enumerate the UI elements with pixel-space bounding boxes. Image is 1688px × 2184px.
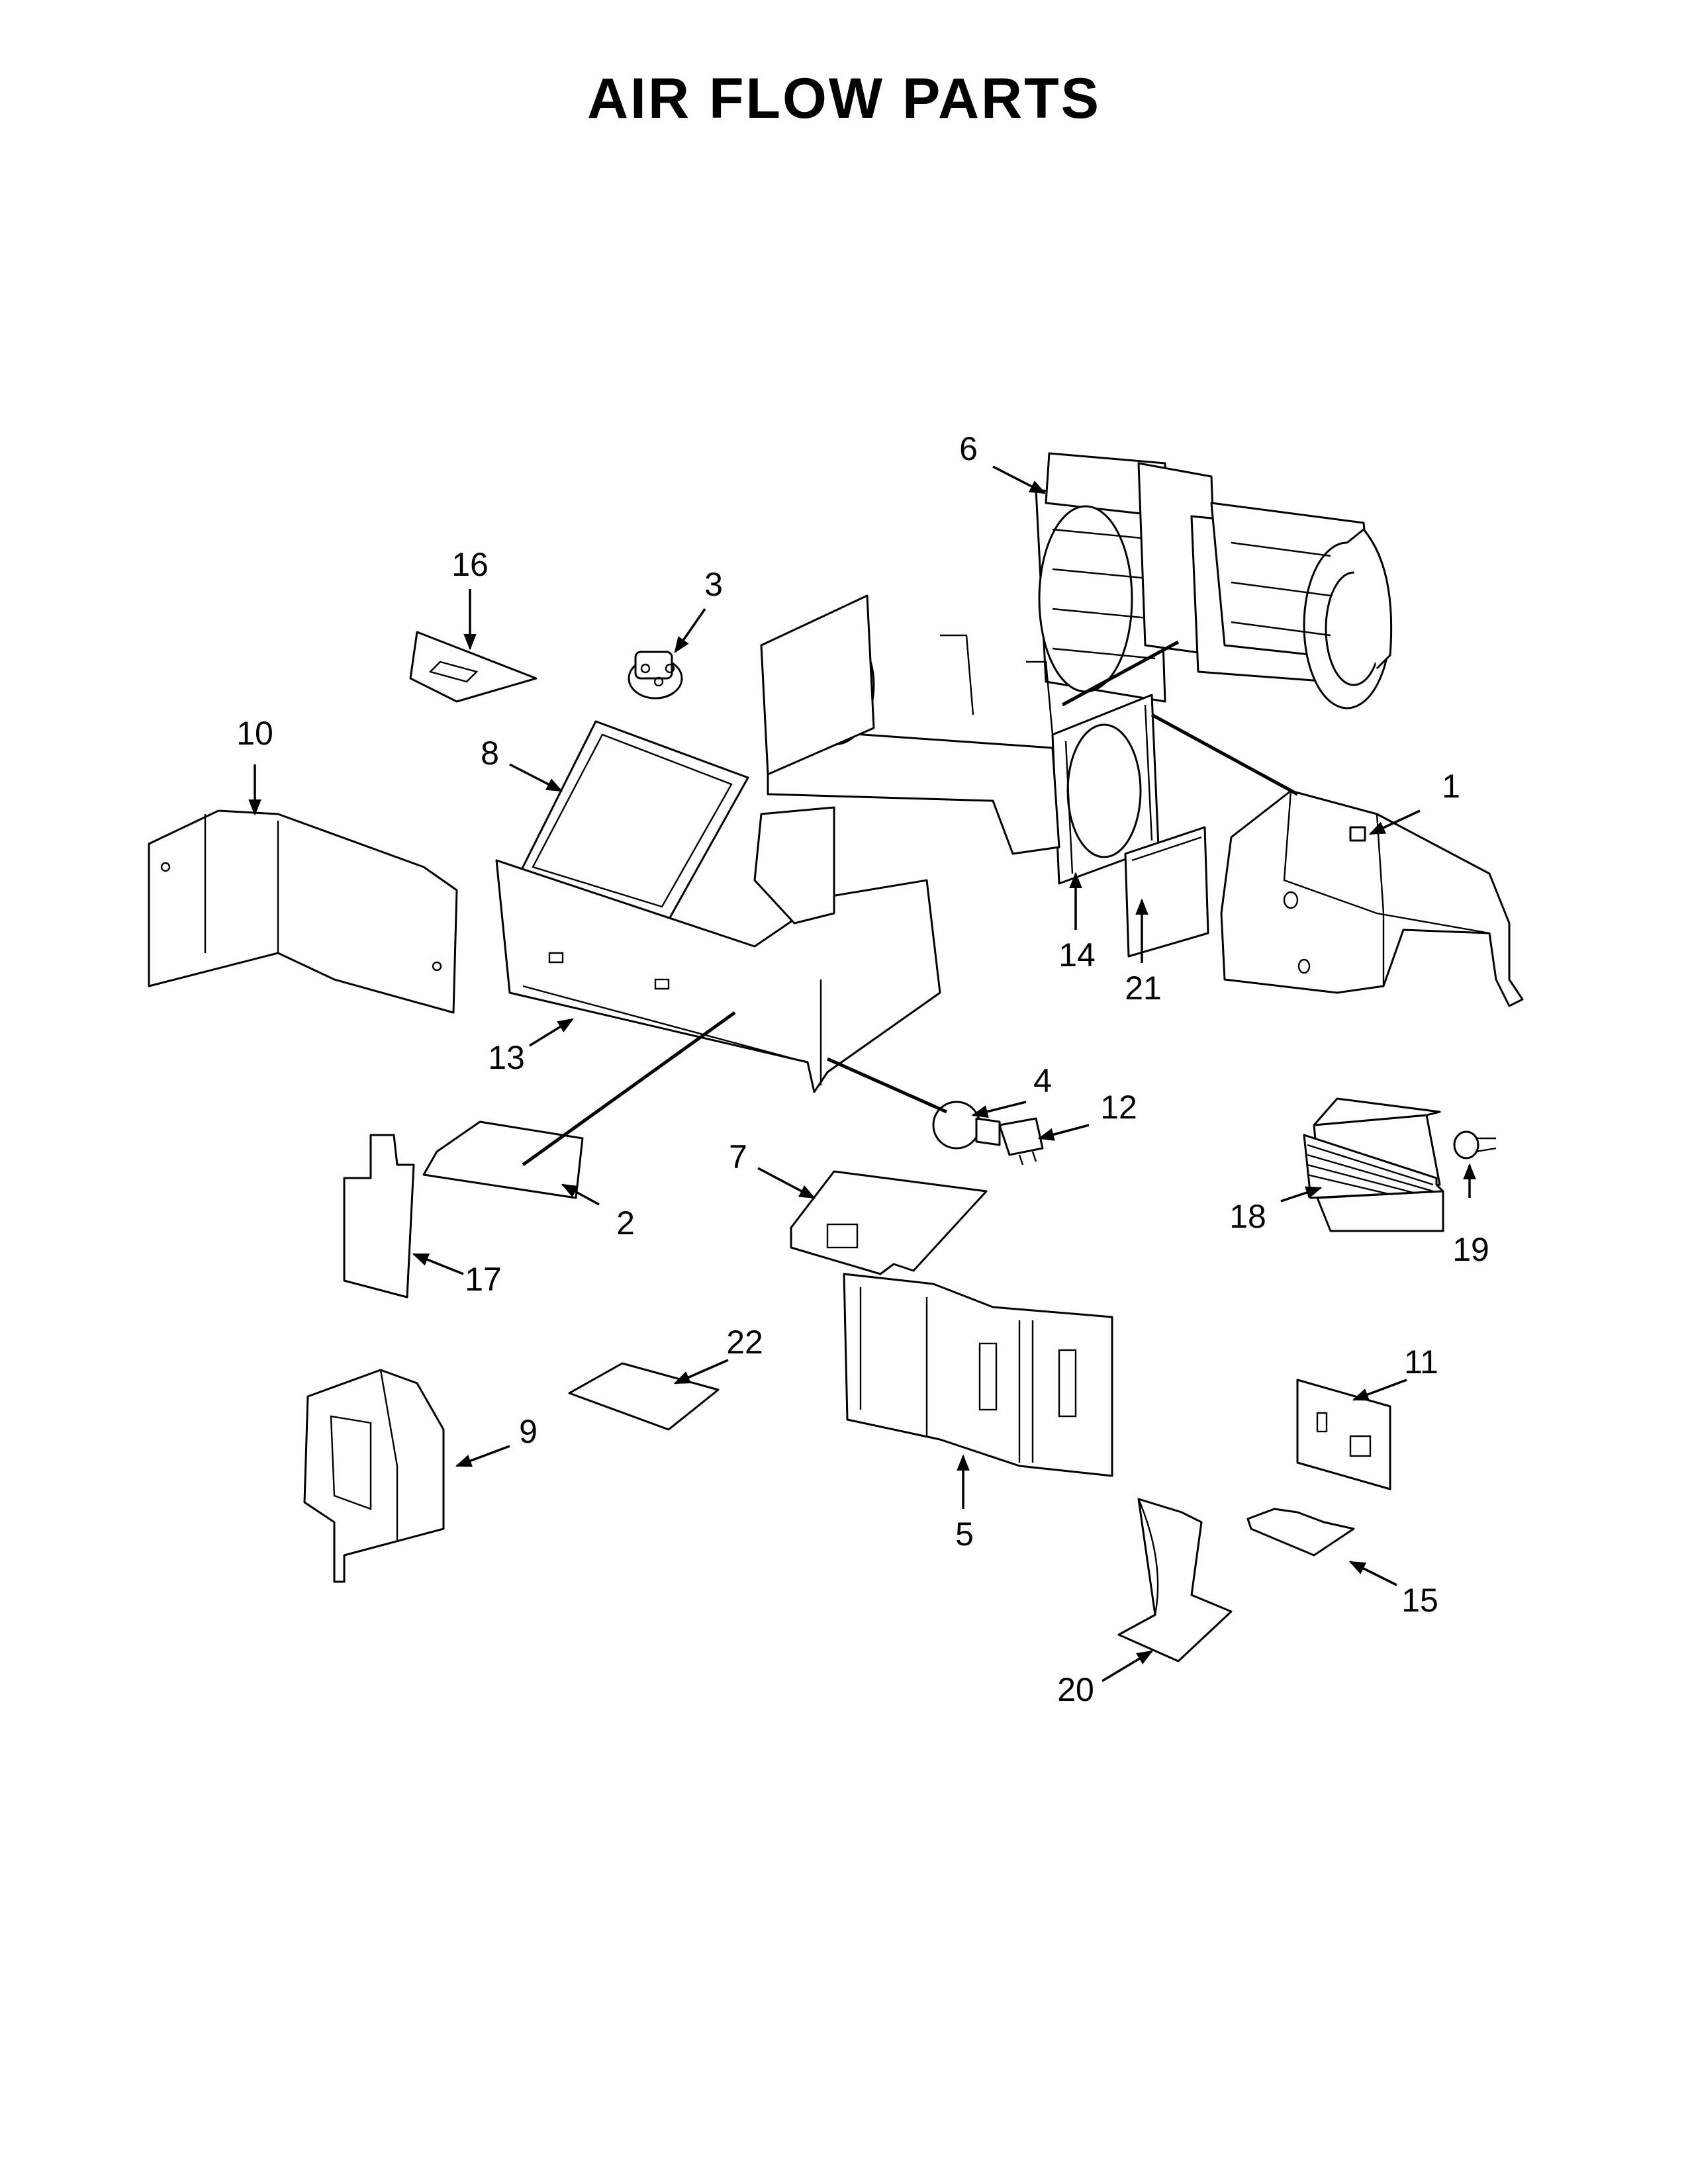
callout-21: 21	[1125, 970, 1162, 1007]
part-3-thermostat	[628, 651, 683, 700]
part-19-thermal-protector	[1453, 1130, 1497, 1160]
part-12-lamp-socket	[998, 1117, 1044, 1165]
part-2-cover-plate	[422, 1120, 584, 1199]
callout-16: 16	[451, 546, 489, 583]
callout-leaders	[248, 465, 1476, 1682]
callout-2: 2	[616, 1205, 635, 1242]
part-9-housing	[303, 1369, 445, 1583]
part-13-air-guide	[495, 594, 1060, 1093]
callout-17: 17	[465, 1261, 502, 1298]
part-16-label	[409, 631, 538, 703]
part-18-transformer	[1303, 1097, 1444, 1232]
connection-lines	[522, 640, 1299, 1167]
callout-4: 4	[1033, 1062, 1052, 1099]
callout-5: 5	[955, 1516, 974, 1553]
page-title: AIR FLOW PARTS	[586, 67, 1102, 130]
part-15-bracket	[1246, 1508, 1355, 1557]
part-21-damper	[1124, 826, 1209, 958]
callout-10: 10	[236, 715, 273, 752]
callout-7: 7	[729, 1138, 747, 1175]
callout-13: 13	[488, 1039, 525, 1076]
callout-20: 20	[1057, 1671, 1094, 1708]
callout-9: 9	[519, 1413, 538, 1450]
part-6-blower-assembly	[1035, 452, 1393, 709]
part-20-duct	[1117, 1498, 1233, 1662]
part-7-lamp-cover	[790, 1170, 988, 1275]
callout-15: 15	[1401, 1582, 1438, 1619]
callout-22: 22	[726, 1324, 763, 1361]
callout-labels: 6 1 3 16 10 8 14 21 13 4 12 7 2 18 19 17…	[236, 430, 1489, 1708]
callout-14: 14	[1058, 936, 1096, 974]
callout-11: 11	[1404, 1343, 1438, 1381]
part-5-base-plate	[843, 1273, 1113, 1477]
callout-1: 1	[1442, 768, 1460, 805]
callout-12: 12	[1100, 1089, 1137, 1126]
part-4-lamp	[932, 1101, 1001, 1150]
callout-3: 3	[704, 566, 723, 603]
callout-8: 8	[481, 735, 499, 772]
callout-18: 18	[1229, 1198, 1266, 1235]
part-17-bracket	[343, 1134, 415, 1298]
part-11-control-board	[1296, 1379, 1391, 1490]
part-10-side-panel	[148, 809, 458, 1014]
callout-19: 19	[1452, 1231, 1489, 1268]
callout-6: 6	[959, 430, 978, 467]
part-1-vent-duct	[1220, 790, 1524, 1007]
